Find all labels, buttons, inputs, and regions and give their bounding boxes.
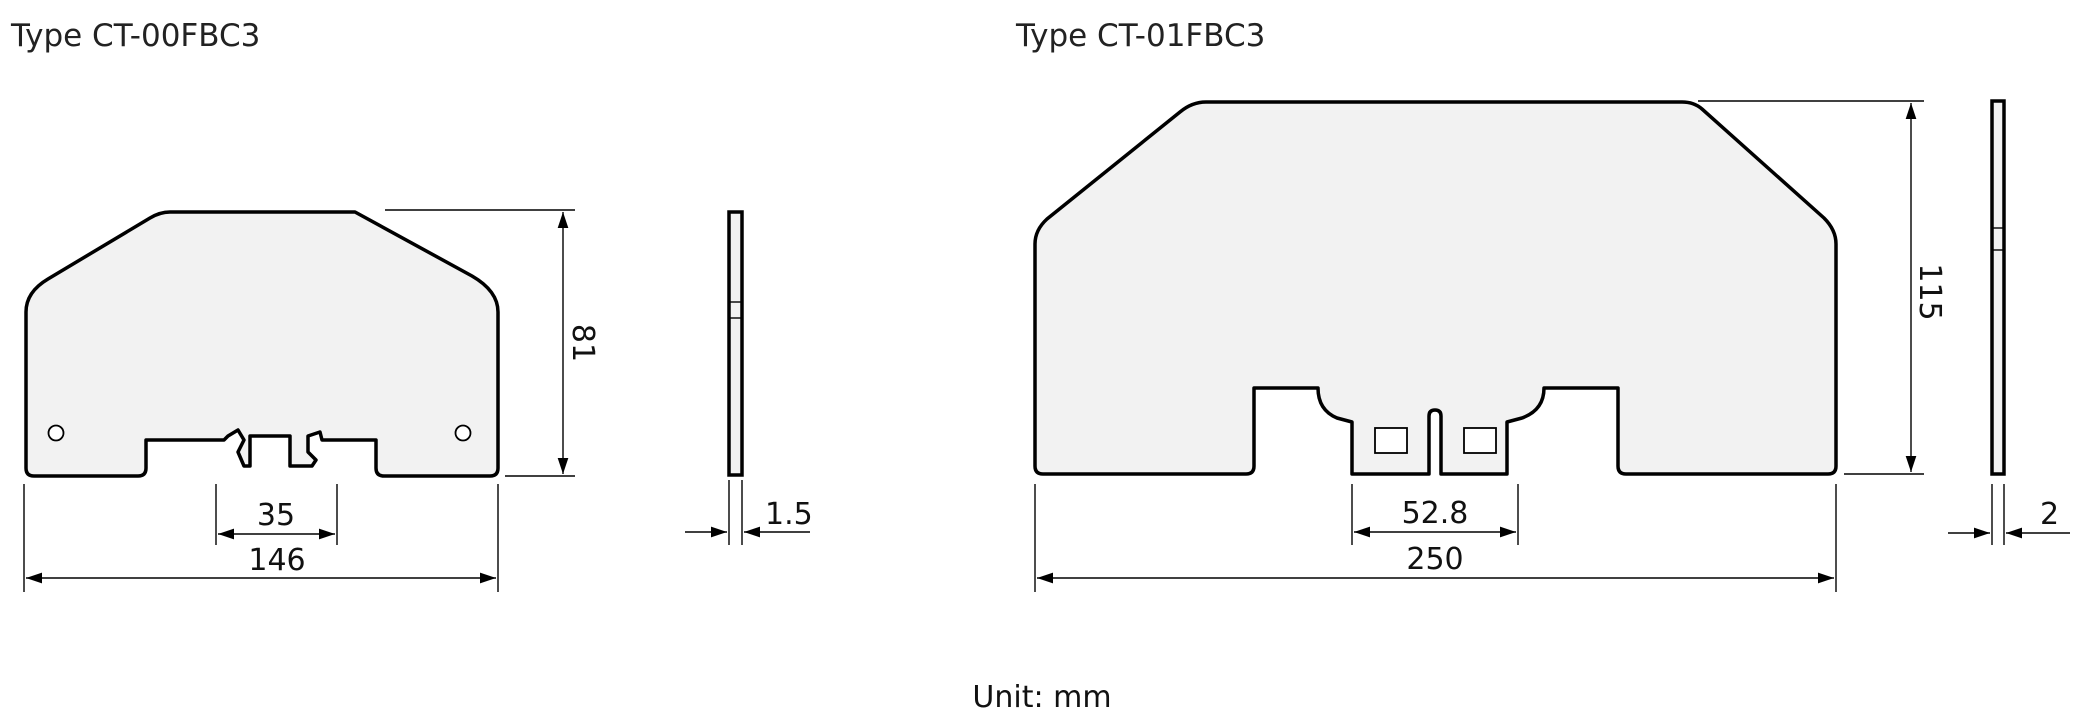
end-plate-side-view: [727, 210, 744, 477]
square-slot-left: [1374, 427, 1408, 454]
end-plate-side-view: [1990, 99, 2006, 476]
unit-note: Unit: mm: [972, 680, 1111, 715]
end-plate-shape: [24, 210, 500, 478]
thickness-dimension-label: 1.5: [765, 497, 813, 532]
drawing-ct-01fbc3: Type CT-01FBC3 115 52.8 250 2: [1015, 18, 2070, 592]
type-label-ct-01fbc3: Type CT-01FBC3: [1015, 18, 1265, 54]
square-slot-right: [1463, 427, 1497, 454]
type-label-ct-00fbc3: Type CT-00FBC3: [10, 18, 260, 54]
height-dimension-label: 81: [565, 324, 600, 362]
mounting-hole-left: [47, 424, 65, 442]
overall-width-dimension-label: 146: [248, 543, 305, 578]
drawing-ct-00fbc3: Type CT-00FBC3 81 35 146 1.5: [10, 18, 813, 592]
inner-width-dimension-label: 35: [257, 498, 295, 533]
thickness-dimension-label: 2: [2040, 497, 2059, 532]
overall-width-dimension-label: 250: [1406, 542, 1463, 577]
mounting-hole-right: [454, 424, 472, 442]
inner-width-dimension-label: 52.8: [1402, 496, 1469, 531]
height-dimension-label: 115: [1912, 263, 1947, 320]
end-plate-shape: [1033, 100, 1838, 476]
